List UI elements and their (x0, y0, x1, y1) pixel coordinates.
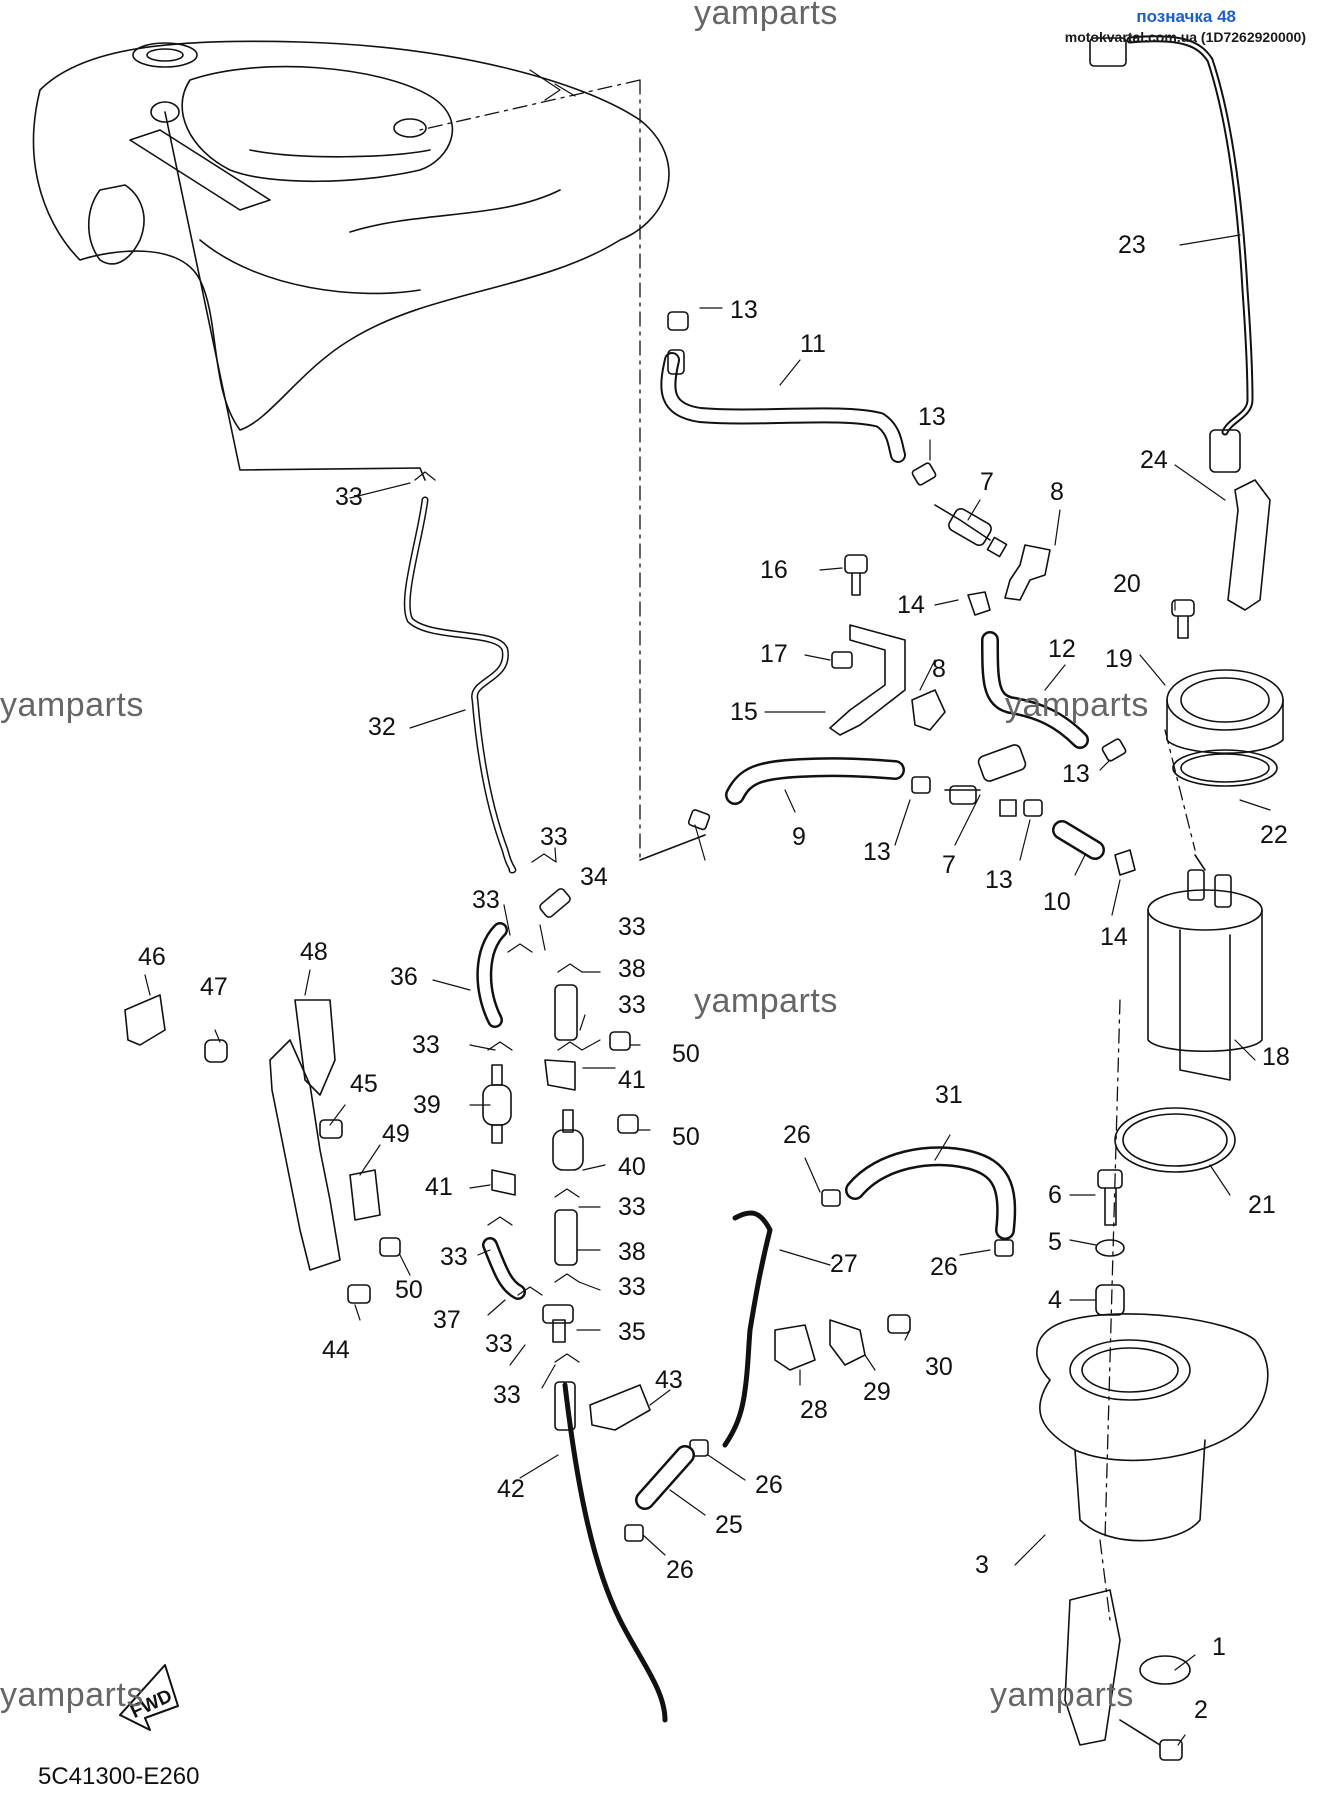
callout-45: 45 (350, 1070, 378, 1098)
callout-37: 37 (433, 1306, 461, 1334)
callout-31: 31 (935, 1081, 963, 1109)
fuel-tank (32, 40, 670, 431)
callout-50-middle: 50 (672, 1123, 700, 1151)
callout-29: 29 (863, 1378, 891, 1406)
callout-42: 42 (497, 1475, 525, 1503)
callout-22: 22 (1260, 821, 1288, 849)
callout-26-d: 26 (666, 1556, 694, 1584)
watermark-bottom-right: yamparts (990, 1676, 1134, 1714)
callout-13-c: 13 (1062, 760, 1090, 788)
callout-43: 43 (655, 1366, 683, 1394)
callout-33-h: 33 (440, 1243, 468, 1271)
callout-41-upper: 41 (618, 1066, 646, 1094)
callout-33-j: 33 (485, 1330, 513, 1358)
callout-20: 20 (1113, 570, 1141, 598)
callout-2: 2 (1194, 1696, 1208, 1724)
callout-8-lower: 8 (932, 655, 946, 683)
callout-33-k: 33 (493, 1381, 521, 1409)
callout-7-upper: 7 (980, 468, 994, 496)
callout-33-g: 33 (618, 1193, 646, 1221)
callout-16: 16 (760, 556, 788, 584)
callout-40: 40 (618, 1153, 646, 1181)
callout-33-c: 33 (472, 886, 500, 914)
callout-19: 19 (1105, 645, 1133, 673)
watermark-center: yamparts (694, 982, 838, 1020)
callout-12: 12 (1048, 635, 1076, 663)
callout-28: 28 (800, 1396, 828, 1424)
callout-8-upper: 8 (1050, 478, 1064, 506)
callout-48: 48 (300, 938, 328, 966)
callout-30: 30 (925, 1353, 953, 1381)
watermark-center-upper: yamparts (1005, 686, 1149, 724)
callout-41-lower: 41 (425, 1173, 453, 1201)
callout-38-lower: 38 (618, 1238, 646, 1266)
callout-14-lower: 14 (1100, 923, 1128, 951)
callout-26-c: 26 (755, 1471, 783, 1499)
callout-35: 35 (618, 1318, 646, 1346)
callout-27: 27 (830, 1250, 858, 1278)
callout-33-top: 33 (335, 483, 363, 511)
callout-7-lower: 7 (942, 851, 956, 879)
callout-47: 47 (200, 973, 228, 1001)
badge-title[interactable]: позначка 48 (1136, 7, 1236, 26)
callout-13-d: 13 (863, 838, 891, 866)
callout-14-upper: 14 (897, 591, 925, 619)
callout-13-b: 13 (918, 403, 946, 431)
callout-1: 1 (1212, 1633, 1226, 1661)
watermark-bottom-left: yamparts (0, 1676, 144, 1714)
callout-25: 25 (715, 1511, 743, 1539)
callout-50-upper: 50 (672, 1040, 700, 1068)
callout-33-b: 33 (540, 823, 568, 851)
callout-33-e: 33 (618, 991, 646, 1019)
callout-44: 44 (322, 1336, 350, 1364)
callout-13-a: 13 (730, 296, 758, 324)
watermark-left: yamparts (0, 686, 144, 724)
callout-15: 15 (730, 698, 758, 726)
callout-11: 11 (800, 330, 826, 358)
callout-5: 5 (1048, 1228, 1062, 1256)
callout-26-a: 26 (783, 1121, 811, 1149)
callout-36: 36 (390, 963, 418, 991)
callout-6: 6 (1048, 1181, 1062, 1209)
callout-10: 10 (1043, 888, 1071, 916)
callout-33-i: 33 (618, 1273, 646, 1301)
callout-39: 39 (413, 1091, 441, 1119)
hose-32 (403, 496, 517, 874)
callout-50-lower: 50 (395, 1276, 423, 1304)
callout-4: 4 (1048, 1286, 1062, 1314)
callout-26-b: 26 (930, 1253, 958, 1281)
callout-17: 17 (760, 640, 788, 668)
callout-3: 3 (975, 1551, 989, 1579)
watermark-top: yamparts (694, 0, 838, 32)
callout-9: 9 (792, 823, 806, 851)
callout-18: 18 (1262, 1043, 1290, 1071)
callout-34: 34 (580, 863, 608, 891)
callout-23: 23 (1118, 231, 1146, 259)
source-badge: позначка 48 motokvartal.com.ua (1D726292… (1065, 6, 1306, 46)
callout-21: 21 (1248, 1191, 1276, 1219)
callout-33-f: 33 (412, 1031, 440, 1059)
callout-49: 49 (382, 1120, 410, 1148)
callout-46: 46 (138, 943, 166, 971)
badge-subtitle: motokvartal.com.ua (1D7262920000) (1064, 29, 1306, 45)
diagram-code: 5C41300-E260 (38, 1763, 200, 1790)
callout-38-upper: 38 (618, 955, 646, 983)
callout-24: 24 (1140, 446, 1168, 474)
callout-32: 32 (368, 713, 396, 741)
callout-33-d: 33 (618, 913, 646, 941)
callout-13-e: 13 (985, 866, 1013, 894)
